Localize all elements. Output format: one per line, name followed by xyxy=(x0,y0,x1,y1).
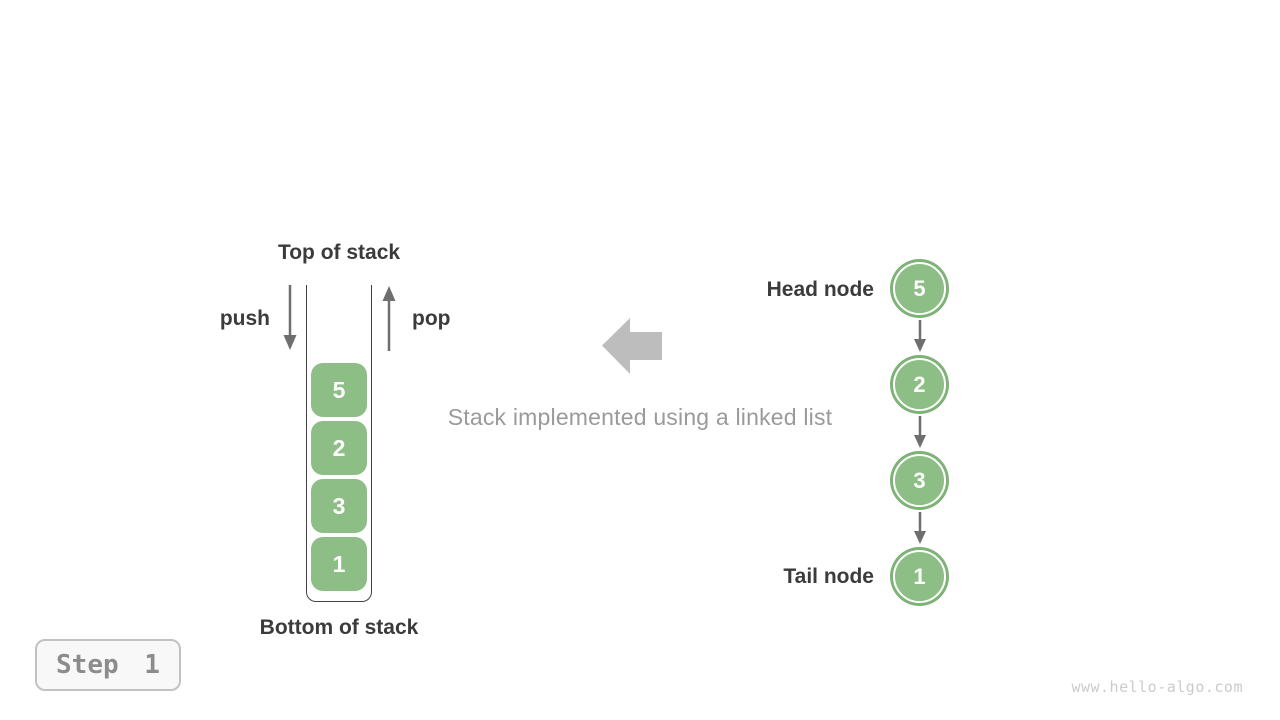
caption-text: Stack implemented using a linked list xyxy=(447,404,833,430)
stack-item: 3 xyxy=(311,479,367,533)
list-node: 1 xyxy=(893,550,946,603)
push-arrow-icon xyxy=(283,285,297,350)
pop-arrow-icon xyxy=(382,286,396,351)
list-node: 2 xyxy=(893,358,946,411)
step-badge-label: Step 1 xyxy=(56,650,160,680)
list-node: 5 xyxy=(893,262,946,315)
bottom-of-stack-label: Bottom of stack xyxy=(259,616,419,639)
stack-item: 5 xyxy=(311,363,367,417)
stack-item: 1 xyxy=(311,537,367,591)
stack-container xyxy=(306,285,372,602)
step-badge: Step 1 xyxy=(35,639,181,691)
link-arrow-icon xyxy=(914,512,926,544)
pop-label: pop xyxy=(412,307,451,330)
stack-item: 2 xyxy=(311,421,367,475)
tail-node-label: Tail node xyxy=(783,565,874,588)
head-node-label: Head node xyxy=(766,278,874,301)
left-block-arrow-icon xyxy=(602,318,662,374)
push-label: push xyxy=(219,307,270,330)
top-of-stack-label: Top of stack xyxy=(277,241,401,264)
watermark-text: www.hello-algo.com xyxy=(1071,678,1243,696)
list-node: 3 xyxy=(893,454,946,507)
link-arrow-icon xyxy=(914,416,926,448)
link-arrow-icon xyxy=(914,320,926,352)
